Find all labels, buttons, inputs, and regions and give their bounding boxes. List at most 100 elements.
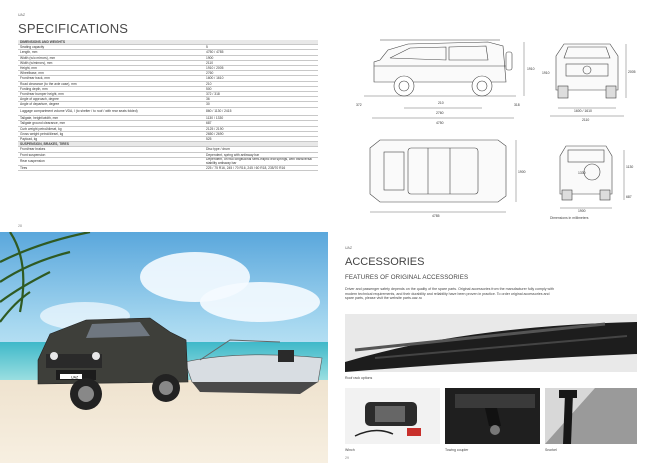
- spec-label: Tailgate ground clearance, mm: [18, 120, 204, 127]
- spec-value: 5: [204, 44, 318, 51]
- beach-photo: UAZ: [0, 232, 328, 463]
- spec-value: 525: [204, 136, 318, 143]
- palm-leaves-icon: [0, 232, 91, 323]
- towing-photo: [445, 388, 540, 444]
- spec-label: Width (w/o mirrors), mm: [18, 55, 204, 61]
- spec-label: DIMENSIONS AND WEIGHTS: [18, 40, 204, 46]
- spec-value: [204, 141, 318, 148]
- spec-value: 1130 / 1330: [204, 115, 318, 122]
- side-view-drawing: [373, 39, 513, 97]
- cloud: [200, 282, 320, 322]
- winch-photo: [345, 388, 440, 444]
- top-view-drawing: [369, 139, 507, 203]
- license-plate: UAZ: [71, 375, 79, 379]
- rear-view-drawing: [559, 145, 613, 201]
- dim-tailgate-width: 1330: [578, 171, 586, 175]
- dim-wheelbase: 2760: [436, 111, 444, 115]
- spec-label: Width (w/mirrors), mm: [18, 60, 204, 67]
- spec-label: Front/rear bumper height, mm: [18, 91, 204, 98]
- dim-front-height-2: 1910: [542, 71, 550, 75]
- spec-title: SPECIFICATIONS: [18, 21, 129, 36]
- spec-value: 2760: [204, 70, 318, 77]
- spec-value: 860 / 1130 / 2415: [204, 107, 318, 117]
- spec-label: Height, mm: [18, 65, 204, 72]
- spec-label: Tailgate, height/width, mm: [18, 115, 204, 122]
- spec-value: 2650 / 2690: [204, 131, 318, 137]
- dim-front-height: 2005: [628, 70, 636, 74]
- spec-label: Road clearance (to the axle case), mm: [18, 81, 204, 87]
- spec-label: Front/rear brakes: [18, 146, 204, 153]
- spec-label: Length, mm: [18, 49, 204, 56]
- dim-tailgate-ground: 687: [626, 195, 632, 199]
- spec-label: Front/rear track, mm: [18, 75, 204, 82]
- spec-section-row: DIMENSIONS AND WEIGHTS: [18, 40, 318, 46]
- spec-value: 4750 / 4785: [204, 49, 318, 56]
- towing-caption: Towing coupler: [445, 448, 469, 452]
- spec-page: UAZ SPECIFICATIONS DIMENSIONS AND WEIGHT…: [0, 0, 328, 232]
- accessories-page: UAZ ACCESSORIES FEATURES OF ORIGINAL ACC…: [328, 232, 656, 463]
- spec-value: 1900: [204, 55, 318, 61]
- spec-label: Angle of departure, degree: [18, 101, 204, 108]
- dim-top-length: 4785: [432, 214, 440, 218]
- roof-rack-caption: Roof rack options: [345, 376, 373, 380]
- dimension-drawings: 1910 372 318 210 2760 4750 2005 1910 160…: [356, 39, 636, 218]
- spec-label: Curb weight petrol/diesel, kg: [18, 126, 204, 132]
- spec-label: Rear suspension: [18, 157, 204, 167]
- page-number-right: 29: [345, 456, 349, 460]
- spec-value: 372 / 318: [204, 91, 318, 98]
- spec-value: 1910 / 2005: [204, 65, 318, 72]
- spec-label: Tires: [18, 165, 204, 172]
- spec-value: 36: [204, 96, 318, 103]
- spec-value: 30: [204, 101, 318, 108]
- dimensions-page: 1910 372 318 210 2760 4750 2005 1910 160…: [328, 0, 656, 232]
- page-number-left: 28: [18, 224, 22, 228]
- dim-length: 4750: [436, 121, 444, 125]
- dim-top-width: 1900: [518, 170, 526, 174]
- spec-label: Gross weight petrol/diesel, kg: [18, 131, 204, 137]
- snorkel-photo: [545, 388, 637, 444]
- dim-track: 1600 / 1610: [574, 109, 592, 113]
- spec-label: Seating capacity: [18, 44, 204, 51]
- spec-label: Payload, kg: [18, 136, 204, 143]
- snorkel-caption: Snorkel: [545, 448, 557, 452]
- spec-section-row: SUSPENSION, BRAKES, TIRES: [18, 141, 318, 148]
- accessories-text: Driver and passenger safety depends on t…: [345, 287, 554, 301]
- accessories-subtitle: FEATURES OF ORIGINAL ACCESSORIES: [345, 274, 469, 281]
- spec-value: 1600 / 1610: [204, 75, 318, 82]
- spec-value: 2110: [204, 60, 318, 67]
- spec-label: Front suspension: [18, 152, 204, 158]
- dim-tailgate-height: 1130: [626, 165, 633, 169]
- spec-label: Fording depth, mm: [18, 86, 204, 93]
- spec-label: Wheelbase, mm: [18, 70, 204, 77]
- brand-label-right: UAZ: [345, 246, 352, 250]
- winch-caption: Winch: [345, 448, 355, 452]
- accessories-title: ACCESSORIES: [345, 256, 425, 268]
- dim-clearance: 210: [438, 101, 444, 105]
- dim-rear-track: 1900: [578, 209, 586, 213]
- spec-row: Luggage compartment volume VDA, l (to sh…: [18, 107, 318, 117]
- suv-drawing: [37, 317, 189, 410]
- spec-value: 210: [204, 81, 318, 87]
- photo-illustration: UAZ: [0, 232, 323, 410]
- boat-drawing: [184, 339, 323, 394]
- spec-value: Dependent, on two longitudinal semi-elli…: [204, 157, 318, 167]
- spec-value: 687: [204, 120, 318, 127]
